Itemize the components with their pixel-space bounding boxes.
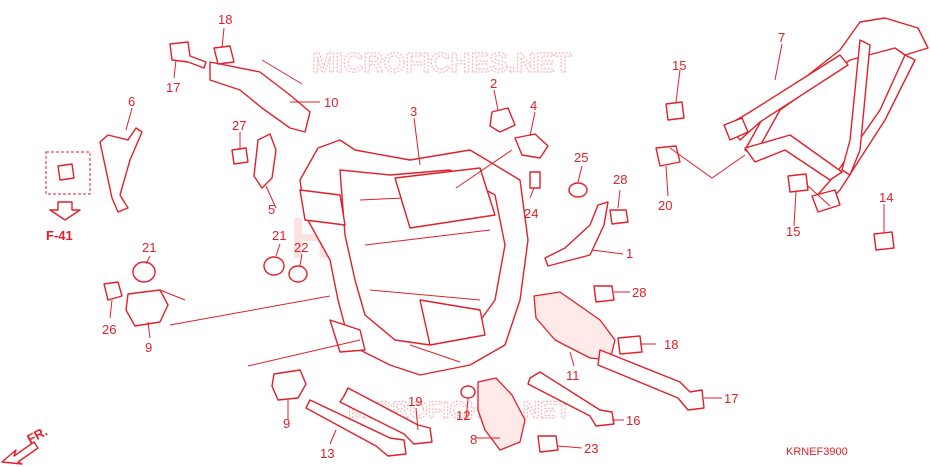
callout-19: 19 [408, 394, 422, 409]
diagram-code: KRNEF3900 [786, 446, 848, 458]
callout-25: 25 [574, 150, 588, 165]
callout-27: 27 [232, 118, 246, 133]
sub-frame [723, 17, 929, 213]
guard-8 [477, 377, 526, 451]
callout-21-left: 21 [142, 240, 156, 255]
bolt-14 [873, 231, 895, 251]
callout-21-right: 21 [272, 228, 286, 243]
bolt-19 [339, 387, 433, 445]
callout-14: 14 [879, 190, 893, 205]
reference-label: F-41 [46, 228, 73, 243]
callout-18-top: 18 [218, 12, 232, 27]
bolt-13 [305, 399, 407, 457]
bolt-18-top [213, 45, 235, 65]
callout-11: 11 [566, 368, 580, 383]
collar-21-lower [263, 256, 285, 276]
main-frame [299, 139, 529, 376]
bracket-1 [544, 201, 609, 267]
down-arrow-icon [49, 201, 81, 221]
watermark-top: MICROFICHES.NET [312, 47, 572, 78]
bolt-18-right [617, 335, 643, 355]
callout-24: 24 [524, 206, 538, 221]
collar-21-upper [132, 261, 156, 283]
callout-15-upper: 15 [672, 58, 686, 73]
grommet-24 [529, 171, 541, 189]
bolt-15-upper [665, 101, 685, 121]
callout-5: 5 [268, 202, 275, 217]
callout-23: 23 [584, 441, 598, 456]
bracket-10 [209, 61, 311, 133]
callout-10: 10 [324, 95, 338, 110]
direction-label: FR. [24, 424, 50, 447]
callout-labels: 18 17 10 6 27 3 2 4 25 24 28 1 5 21 22 2… [102, 12, 893, 461]
bracket-6 [99, 127, 143, 213]
plate-9-upper [125, 289, 169, 327]
callout-28-top: 28 [613, 172, 627, 187]
bolt-23 [537, 435, 559, 453]
callout-9-lower: 9 [283, 416, 290, 431]
bolt-17-top [169, 41, 207, 69]
connector-4 [514, 133, 549, 159]
nut-26 [103, 281, 123, 301]
bolt-15-lower [787, 173, 809, 193]
bolt-16 [527, 371, 615, 427]
bolt-20 [655, 145, 681, 167]
callout-3: 3 [410, 104, 417, 119]
callout-18-right: 18 [664, 337, 678, 352]
plate-9-lower [271, 369, 307, 401]
bolt-28-bottom [593, 285, 615, 303]
bracket-11 [533, 291, 616, 361]
callout-2: 2 [490, 76, 497, 91]
front-direction-arrow-icon [1, 441, 39, 465]
clamp-5 [253, 133, 277, 189]
callout-8: 8 [470, 432, 477, 447]
bolt-reference [57, 163, 75, 181]
reference-box [45, 151, 91, 195]
callout-22: 22 [294, 240, 308, 255]
callout-17-top: 17 [166, 80, 180, 95]
callout-4: 4 [530, 98, 537, 113]
callout-17-right: 17 [724, 391, 738, 406]
callout-20: 20 [658, 198, 672, 213]
washer-25 [568, 182, 588, 198]
bolt-27 [231, 147, 249, 165]
callout-6: 6 [128, 94, 135, 109]
callout-26: 26 [102, 322, 116, 337]
callout-28-bottom: 28 [632, 285, 646, 300]
callout-13: 13 [320, 446, 334, 461]
leader-lines [109, 27, 885, 449]
callout-1: 1 [626, 246, 633, 261]
nut-12 [460, 385, 476, 399]
callout-9-upper: 9 [145, 340, 152, 355]
sensor-2 [489, 107, 516, 133]
callout-16: 16 [626, 413, 640, 428]
bolt-17-right [597, 349, 705, 411]
bolt-28-top [609, 209, 629, 225]
callout-7: 7 [778, 30, 785, 45]
callout-12: 12 [456, 408, 470, 423]
callout-15-lower: 15 [786, 224, 800, 239]
washer-22 [288, 265, 308, 283]
